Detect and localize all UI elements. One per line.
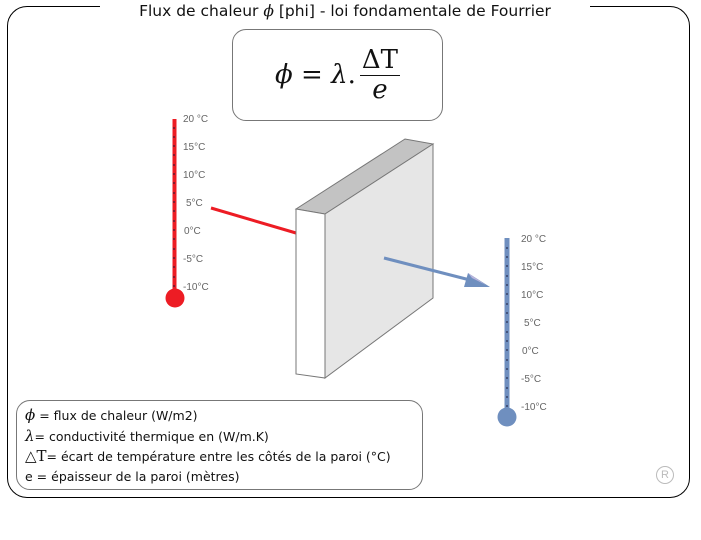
formula-fraction: ΔT e	[359, 45, 400, 105]
hot-label-5: 5°C	[186, 198, 203, 209]
cold-label-5: 5°C	[524, 318, 541, 329]
legend-text: = épaisseur de la paroi (mètres)	[32, 468, 240, 484]
legend-text: = conductivité thermique en (W/m.K)	[34, 428, 269, 444]
page-title: Flux de chaleur ϕ [phi] - loi fondamenta…	[100, 0, 590, 22]
formula-numerator: ΔT	[359, 45, 400, 76]
e-symbol: e	[25, 468, 33, 484]
legend-row-lambda: λ= conductivité thermique en (W/m.K)	[25, 426, 422, 447]
phi-symbol: ϕ	[263, 2, 274, 20]
cold-label-minus5: -5°C	[521, 374, 542, 385]
wall	[294, 138, 435, 379]
delta-t-symbol: △T	[25, 447, 47, 465]
hot-label-minus5: -5°C	[183, 254, 204, 265]
hot-label-20: 20 °C	[183, 114, 209, 125]
legend-text: = écart de température entre les côtés d…	[46, 449, 391, 464]
hot-label-minus10: -10°C	[183, 282, 209, 293]
cold-label-15: 15°C	[521, 262, 544, 273]
title-text: Flux de chaleur	[139, 2, 264, 20]
hot-thermometer	[165, 119, 185, 308]
formula-phi: ϕ	[275, 60, 293, 90]
registered-watermark-icon: R	[656, 466, 674, 484]
cold-label-10: 10°C	[521, 290, 544, 301]
legend-row-phi: ϕ = flux de chaleur (W/m2)	[25, 405, 422, 426]
formula-dot: .	[347, 60, 356, 90]
formula-equals: =	[292, 60, 332, 90]
formula-lambda: λ	[331, 60, 348, 90]
hot-label-10: 10°C	[183, 170, 206, 181]
formula-box: ϕ = λ . ΔT e	[232, 29, 443, 121]
cold-label-0: 0°C	[522, 346, 539, 357]
hot-label-15: 15°C	[183, 142, 206, 153]
lambda-symbol: λ	[25, 426, 35, 445]
legend-text: = flux de chaleur (W/m2)	[35, 408, 198, 423]
legend-row-delta-t: △T= écart de température entre les côtés…	[25, 446, 422, 467]
phi-symbol: ϕ	[25, 406, 36, 424]
cold-label-minus10: -10°C	[521, 402, 547, 413]
legend-row-e: e = épaisseur de la paroi (mètres)	[25, 467, 422, 488]
title-suffix: [phi] - loi fondamentale de Fourrier	[273, 2, 551, 20]
formula-denominator: e	[372, 75, 388, 105]
heat-out-arrow	[383, 256, 490, 287]
heat-in-line	[210, 206, 297, 235]
cold-thermometer	[497, 238, 517, 427]
fourier-formula: ϕ = λ . ΔT e	[233, 30, 442, 120]
legend-box: ϕ = flux de chaleur (W/m2) λ= conductivi…	[16, 400, 423, 490]
cold-label-20: 20 °C	[521, 234, 547, 245]
hot-label-0: 0°C	[184, 226, 201, 237]
